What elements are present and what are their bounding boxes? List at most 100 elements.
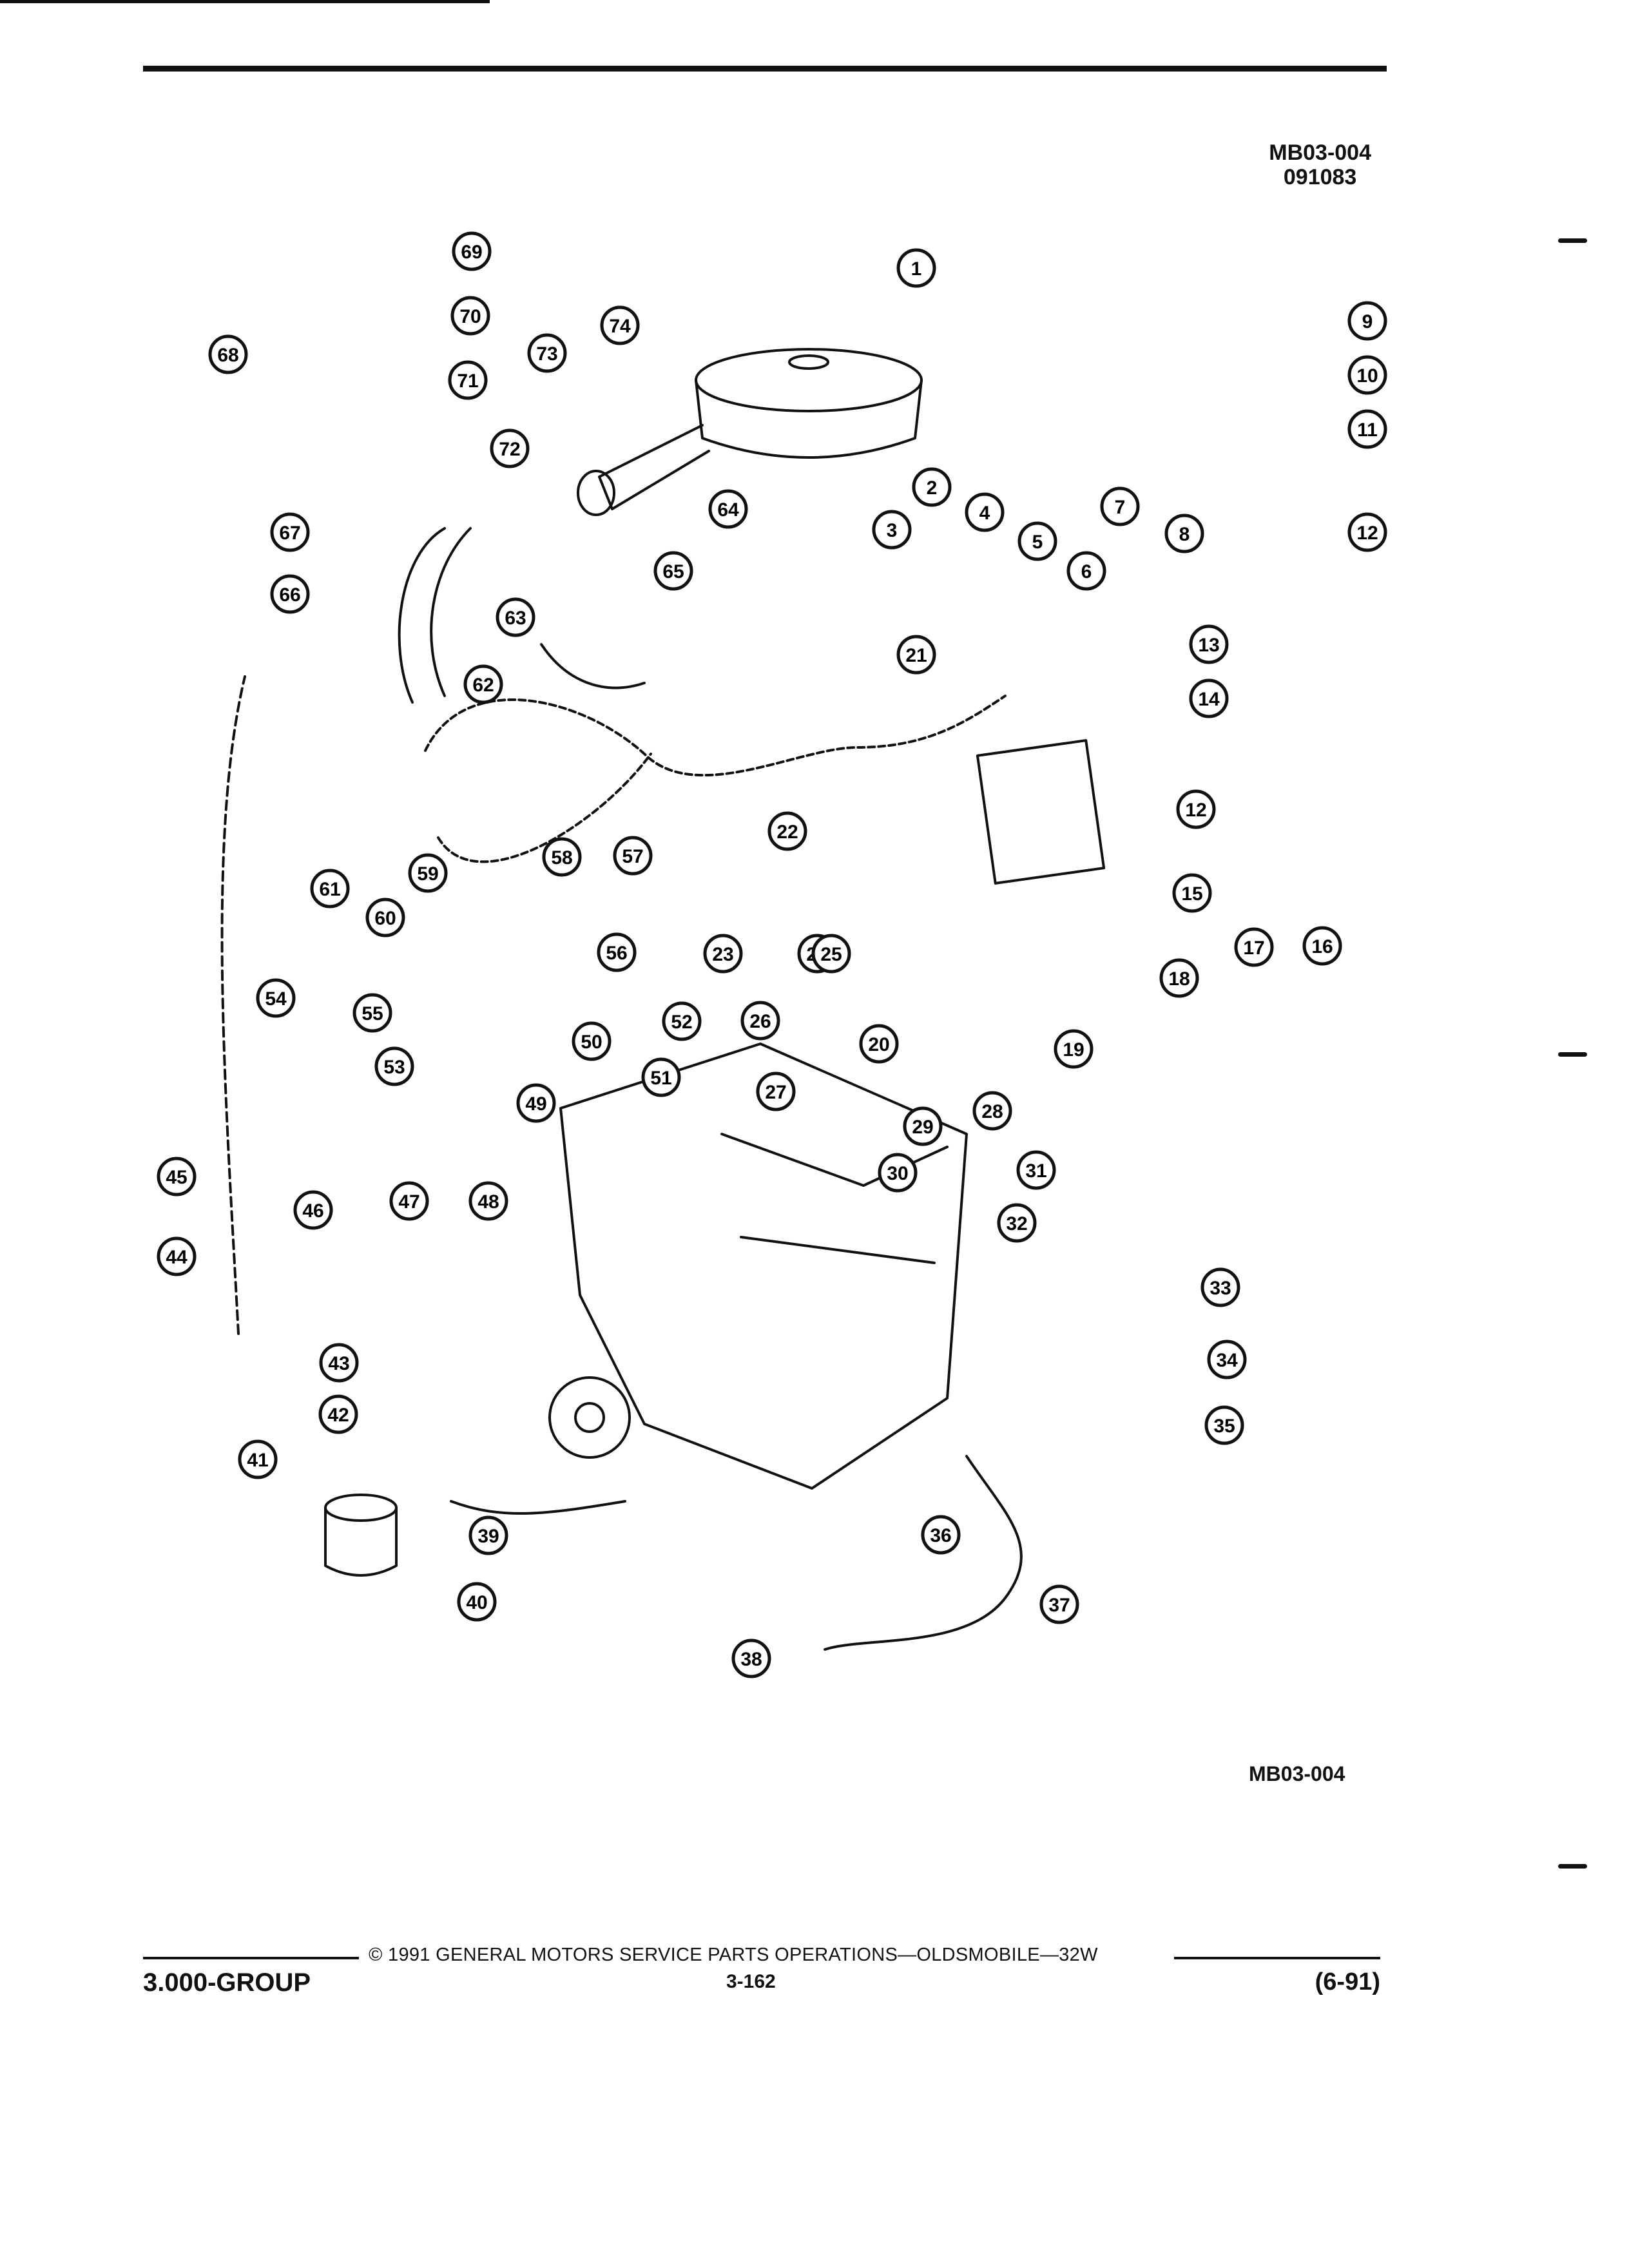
callout-44: 44 — [157, 1236, 197, 1276]
callout-circle — [157, 1157, 197, 1196]
callout-circle — [270, 574, 310, 614]
callout-number: 31 — [1025, 1160, 1046, 1182]
callout-19: 19 — [1054, 1029, 1094, 1069]
callout-42: 42 — [318, 1394, 358, 1434]
callout-67: 67 — [270, 512, 310, 552]
callout-number: 6 — [1081, 561, 1092, 582]
callout-number: 72 — [499, 439, 520, 460]
callout-9: 9 — [1347, 301, 1387, 341]
callout-number: 36 — [930, 1525, 951, 1546]
callout-number: 48 — [477, 1191, 499, 1213]
callout-48: 48 — [468, 1181, 508, 1221]
page-footer: © 1991 GENERAL MOTORS SERVICE PARTS OPER… — [143, 1943, 1400, 1997]
callout-number: 17 — [1243, 937, 1264, 959]
callout-number: 3 — [887, 520, 898, 541]
binder-tick-mark — [1558, 238, 1587, 243]
callout-number: 25 — [820, 944, 842, 965]
callout-60: 60 — [365, 898, 405, 937]
callout-circle — [1164, 514, 1204, 553]
callout-20: 20 — [859, 1024, 899, 1064]
callout-number: 21 — [905, 645, 927, 666]
callout-circle — [878, 1153, 918, 1193]
callout-circle — [641, 1057, 681, 1097]
callout-21: 21 — [896, 635, 936, 675]
callout-number: 57 — [622, 846, 643, 867]
callout-circle — [319, 1343, 359, 1383]
callout-circle — [496, 597, 535, 637]
copyright-line: © 1991 GENERAL MOTORS SERVICE PARTS OPER… — [369, 1945, 1098, 1965]
top-corner-rule — [0, 0, 490, 3]
callout-number: 12 — [1185, 800, 1206, 821]
callout-5: 5 — [1017, 521, 1057, 561]
callout-43: 43 — [319, 1343, 359, 1383]
callout-number: 64 — [717, 499, 739, 521]
callout-circle — [972, 1091, 1012, 1131]
callout-number: 60 — [374, 908, 396, 929]
callout-circle — [1347, 301, 1387, 341]
callout-circle — [270, 512, 310, 552]
callout-number: 40 — [466, 1592, 487, 1613]
callout-1: 1 — [896, 248, 936, 288]
callout-circle — [365, 898, 405, 937]
callout-circle — [408, 853, 448, 893]
callout-circle — [1189, 678, 1229, 718]
callout-7: 7 — [1100, 486, 1140, 526]
callout-18: 18 — [1159, 958, 1199, 998]
footer-rule-right — [1174, 1957, 1380, 1959]
callout-15: 15 — [1172, 873, 1212, 913]
callout-35: 35 — [1204, 1405, 1244, 1445]
callout-number: 15 — [1181, 883, 1202, 905]
callout-number: 34 — [1216, 1350, 1238, 1371]
callout-51: 51 — [641, 1057, 681, 1097]
callout-circle — [1039, 1584, 1079, 1624]
callout-circle — [997, 1203, 1037, 1243]
callout-circle — [490, 428, 530, 468]
callout-circle — [516, 1083, 556, 1123]
callout-circle — [703, 934, 743, 974]
callout-number: 7 — [1115, 497, 1126, 518]
callout-47: 47 — [389, 1181, 429, 1221]
callout-number: 27 — [765, 1082, 786, 1103]
callout-53: 53 — [374, 1046, 414, 1086]
callout-number: 45 — [166, 1167, 187, 1188]
callout-number: 70 — [459, 306, 481, 327]
callout-number: 67 — [279, 523, 300, 544]
callout-number: 49 — [525, 1093, 546, 1115]
callout-number: 41 — [247, 1450, 268, 1471]
callout-circle — [653, 551, 693, 591]
callout-number: 18 — [1168, 968, 1190, 990]
callout-61: 61 — [310, 869, 350, 908]
callout-circle — [1176, 789, 1216, 829]
callout-number: 52 — [671, 1012, 692, 1033]
callout-circle — [542, 837, 582, 877]
illustration-code-block: MB03-004 091083 — [1269, 140, 1371, 189]
callout-circle — [1234, 927, 1274, 967]
callout-65: 65 — [653, 551, 693, 591]
callout-number: 4 — [979, 503, 990, 524]
callout-27: 27 — [756, 1072, 796, 1111]
callout-number: 56 — [606, 943, 627, 964]
callout-22: 22 — [767, 811, 807, 851]
callout-68: 68 — [208, 334, 248, 374]
callout-25: 25 — [811, 934, 851, 974]
callout-8: 8 — [1164, 514, 1204, 553]
binder-tick-mark — [1558, 1052, 1587, 1057]
callout-50: 50 — [572, 1021, 612, 1061]
diagram-bottom-code: MB03-004 — [1249, 1762, 1345, 1785]
callout-31: 31 — [1016, 1150, 1056, 1190]
callout-circle — [238, 1439, 278, 1479]
callout-2: 2 — [912, 467, 952, 507]
callout-circle — [448, 360, 488, 400]
callout-14: 14 — [1189, 678, 1229, 718]
callout-circle — [965, 492, 1005, 532]
callout-10: 10 — [1347, 355, 1387, 395]
callout-number: 42 — [327, 1405, 349, 1426]
callout-number: 58 — [551, 847, 572, 869]
callout-73: 73 — [527, 333, 567, 373]
callout-number: 43 — [328, 1353, 349, 1374]
callout-74: 74 — [600, 305, 640, 345]
parts-artwork — [220, 348, 1106, 1651]
callout-number: 62 — [472, 675, 494, 696]
callout-circle — [872, 510, 912, 550]
callout-circle — [708, 489, 748, 529]
